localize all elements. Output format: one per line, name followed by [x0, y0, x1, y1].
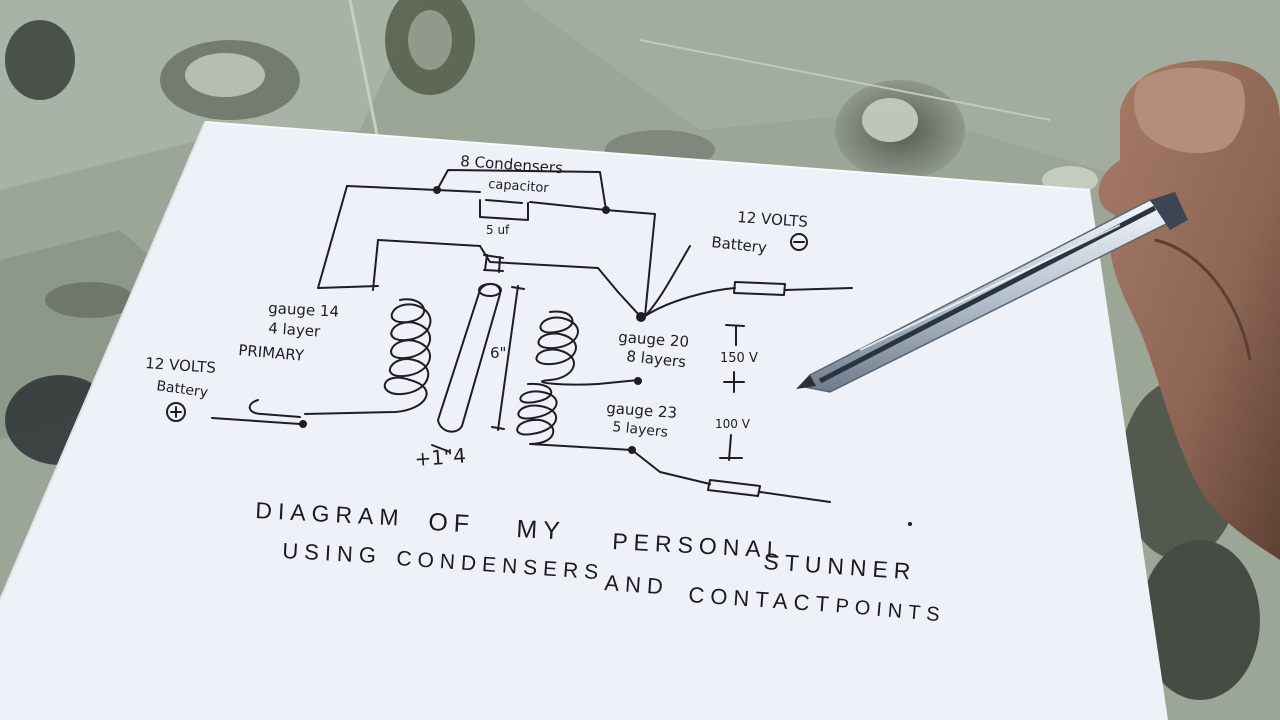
title-word-my: MY [516, 515, 567, 546]
title-word-of: OF [428, 508, 476, 538]
circuit-drawing [166, 169, 853, 503]
annotations: 8 Condensers capacitor 5 uf 12 VOLTS Bat… [145, 152, 809, 471]
label-cap-value: 5 uf [486, 223, 510, 237]
title-word-using: USING [282, 538, 383, 568]
label-sec2-l1: gauge 23 [606, 399, 678, 422]
hand [1098, 60, 1280, 561]
label-batt-right-word: Battery [711, 233, 768, 257]
junction-dots [299, 186, 912, 526]
label-primary-l3: PRIMARY [238, 341, 306, 365]
label-cap-sub: capacitor [488, 177, 550, 196]
paper-sheet [0, 121, 1168, 720]
title-word-and: AND [604, 570, 670, 599]
label-batt-left-volts: 12 VOLTS [145, 354, 217, 377]
label-primary-l1: gauge 14 [268, 299, 340, 321]
label-volt-100: 100 V [715, 417, 751, 431]
pen [796, 192, 1188, 393]
label-core-length: 6" [490, 344, 506, 362]
label-sec1-l1: gauge 20 [618, 328, 690, 351]
label-batt-left-word: Battery [155, 378, 209, 401]
label-volt-150: 150 V [720, 351, 758, 366]
label-primary-l2: 4 layer [268, 319, 322, 341]
label-batt-right-volts: 12 VOLTS [737, 208, 809, 231]
label-sec2-l2: 5 layers [612, 419, 669, 441]
label-core-diameter: +1"4 [414, 443, 467, 471]
